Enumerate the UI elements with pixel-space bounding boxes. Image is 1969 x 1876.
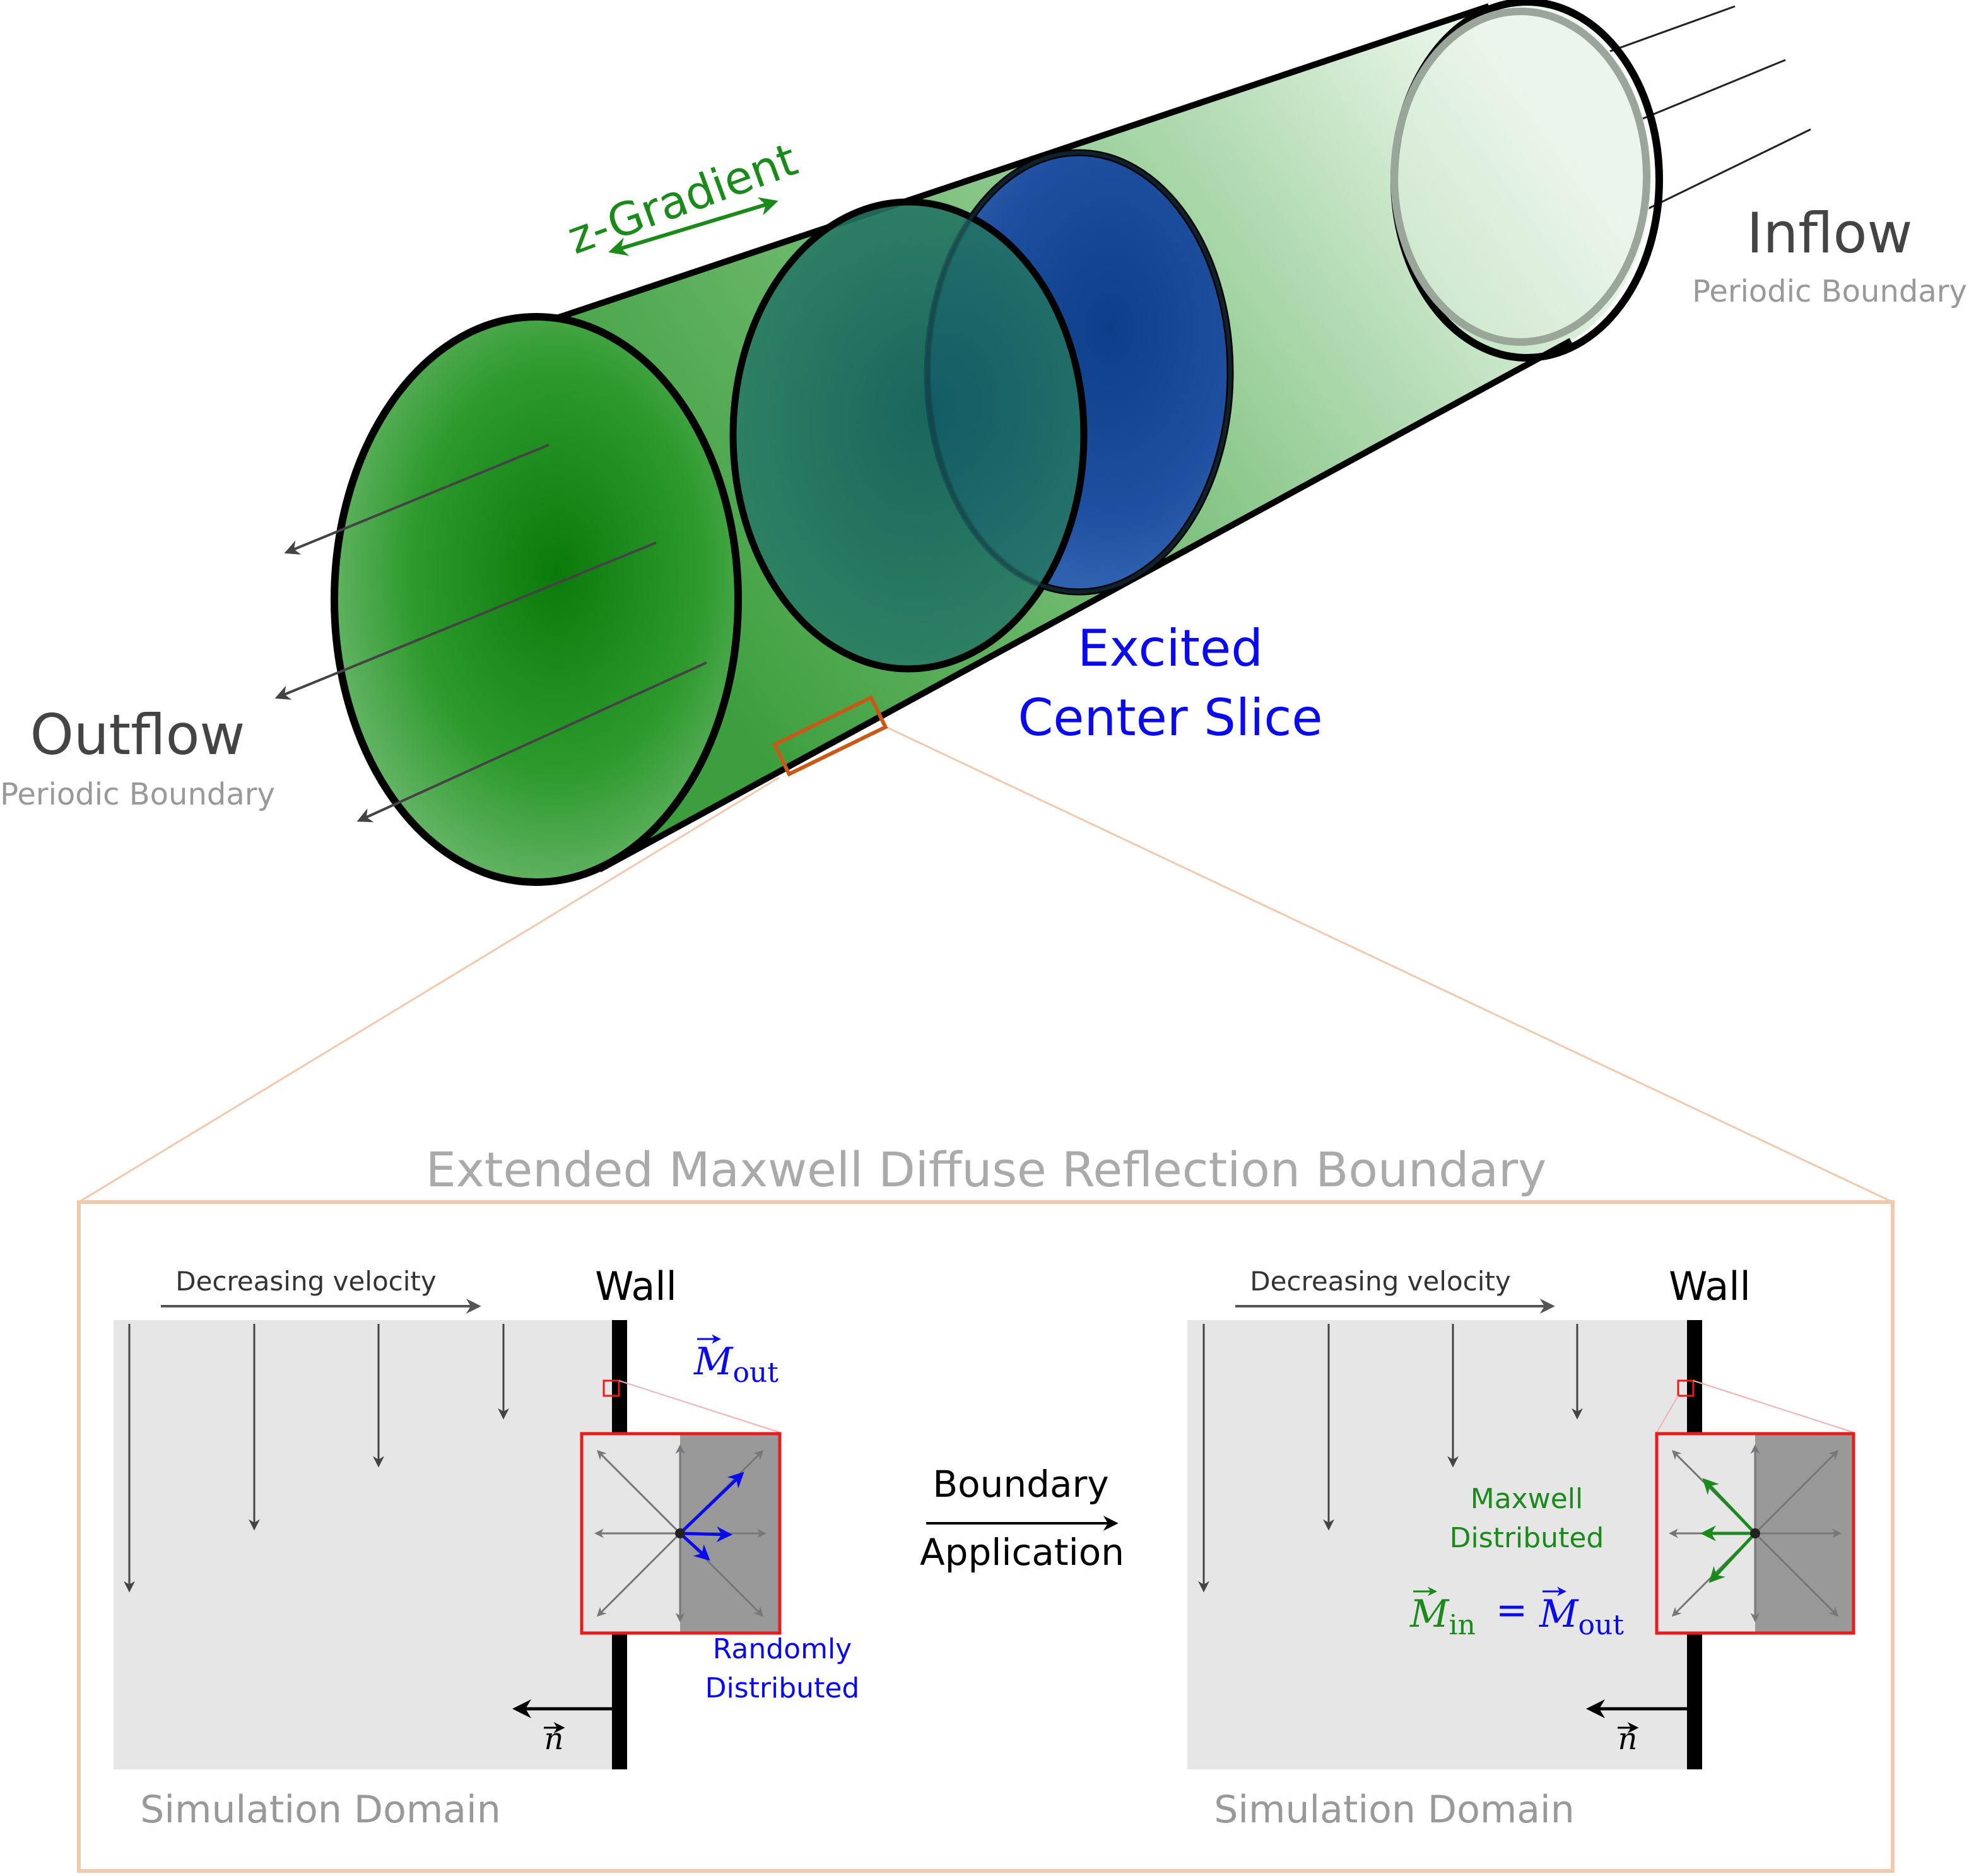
maxwell-label-line1: Maxwell [1471, 1483, 1583, 1515]
z-gradient-arrow [608, 197, 779, 256]
random-label-line1: Randomly [713, 1633, 852, 1665]
tube-bottom-edge [597, 338, 1573, 873]
inflow-label: Inflow [1747, 201, 1913, 266]
right-panel: Decreasing velocity Wall [1187, 1263, 1855, 1832]
m-out-label-left: Mout [693, 1340, 779, 1389]
tube-top-edge [497, 3, 1490, 341]
boundary-frame [77, 1200, 1895, 1873]
boundary-application-line2: Application [920, 1531, 1124, 1574]
random-label-line2: Distributed [705, 1672, 860, 1704]
wall-label-right: Wall [1669, 1263, 1751, 1309]
inset-marker-left [602, 1379, 620, 1397]
cylinder-diagram [78, 0, 1893, 1203]
domain-label-right: Simulation Domain [1214, 1788, 1575, 1832]
velocity-label-right: Decreasing velocity [1250, 1266, 1511, 1297]
excited-label-line2: Center Slice [1018, 688, 1322, 747]
outflow-sub-label: Periodic Boundary [0, 777, 275, 812]
svg-text:=: = [1496, 1588, 1527, 1632]
domain-label-left: Simulation Domain [140, 1788, 501, 1832]
inset-right [1655, 1432, 1855, 1635]
velocity-profile-left [124, 1324, 509, 1593]
inflow-sub-label: Periodic Boundary [1692, 274, 1967, 309]
svg-text:Mout: Mout [1539, 1592, 1624, 1641]
maxwell-label-line2: Distributed [1450, 1522, 1604, 1554]
left-panel: Decreasing velocity Wall [114, 1263, 859, 1832]
boundary-title: Extended Maxwell Diffuse Reflection Boun… [426, 1142, 1547, 1198]
inset-marker-right [1677, 1379, 1695, 1397]
excited-label-line1: Excited [1078, 619, 1263, 678]
inflow-inner-ring [1390, 8, 1650, 346]
wall-label-left: Wall [595, 1263, 677, 1309]
excited-slice-shadow [926, 151, 1232, 594]
outflow-arrows [274, 444, 707, 822]
boundary-application: Boundary Application [920, 1463, 1124, 1574]
inset-left [580, 1432, 782, 1635]
m-in-equals-m-out: Min = Mout [1409, 1586, 1624, 1641]
outflow-ellipse [331, 313, 742, 886]
boundary-application-line1: Boundary [932, 1463, 1108, 1506]
svg-text:Min: Min [1409, 1592, 1476, 1641]
normal-label-left: n [544, 1721, 564, 1757]
simulation-domain-left [114, 1320, 618, 1769]
outflow-label: Outflow [30, 702, 245, 767]
simulation-domain-right [1187, 1320, 1697, 1769]
excited-slice-front [729, 198, 1088, 673]
velocity-label-left: Decreasing velocity [175, 1266, 437, 1297]
zoom-indicator [78, 695, 1893, 1203]
normal-label-right: n [1618, 1721, 1638, 1757]
velocity-profile-right [1198, 1324, 1583, 1593]
